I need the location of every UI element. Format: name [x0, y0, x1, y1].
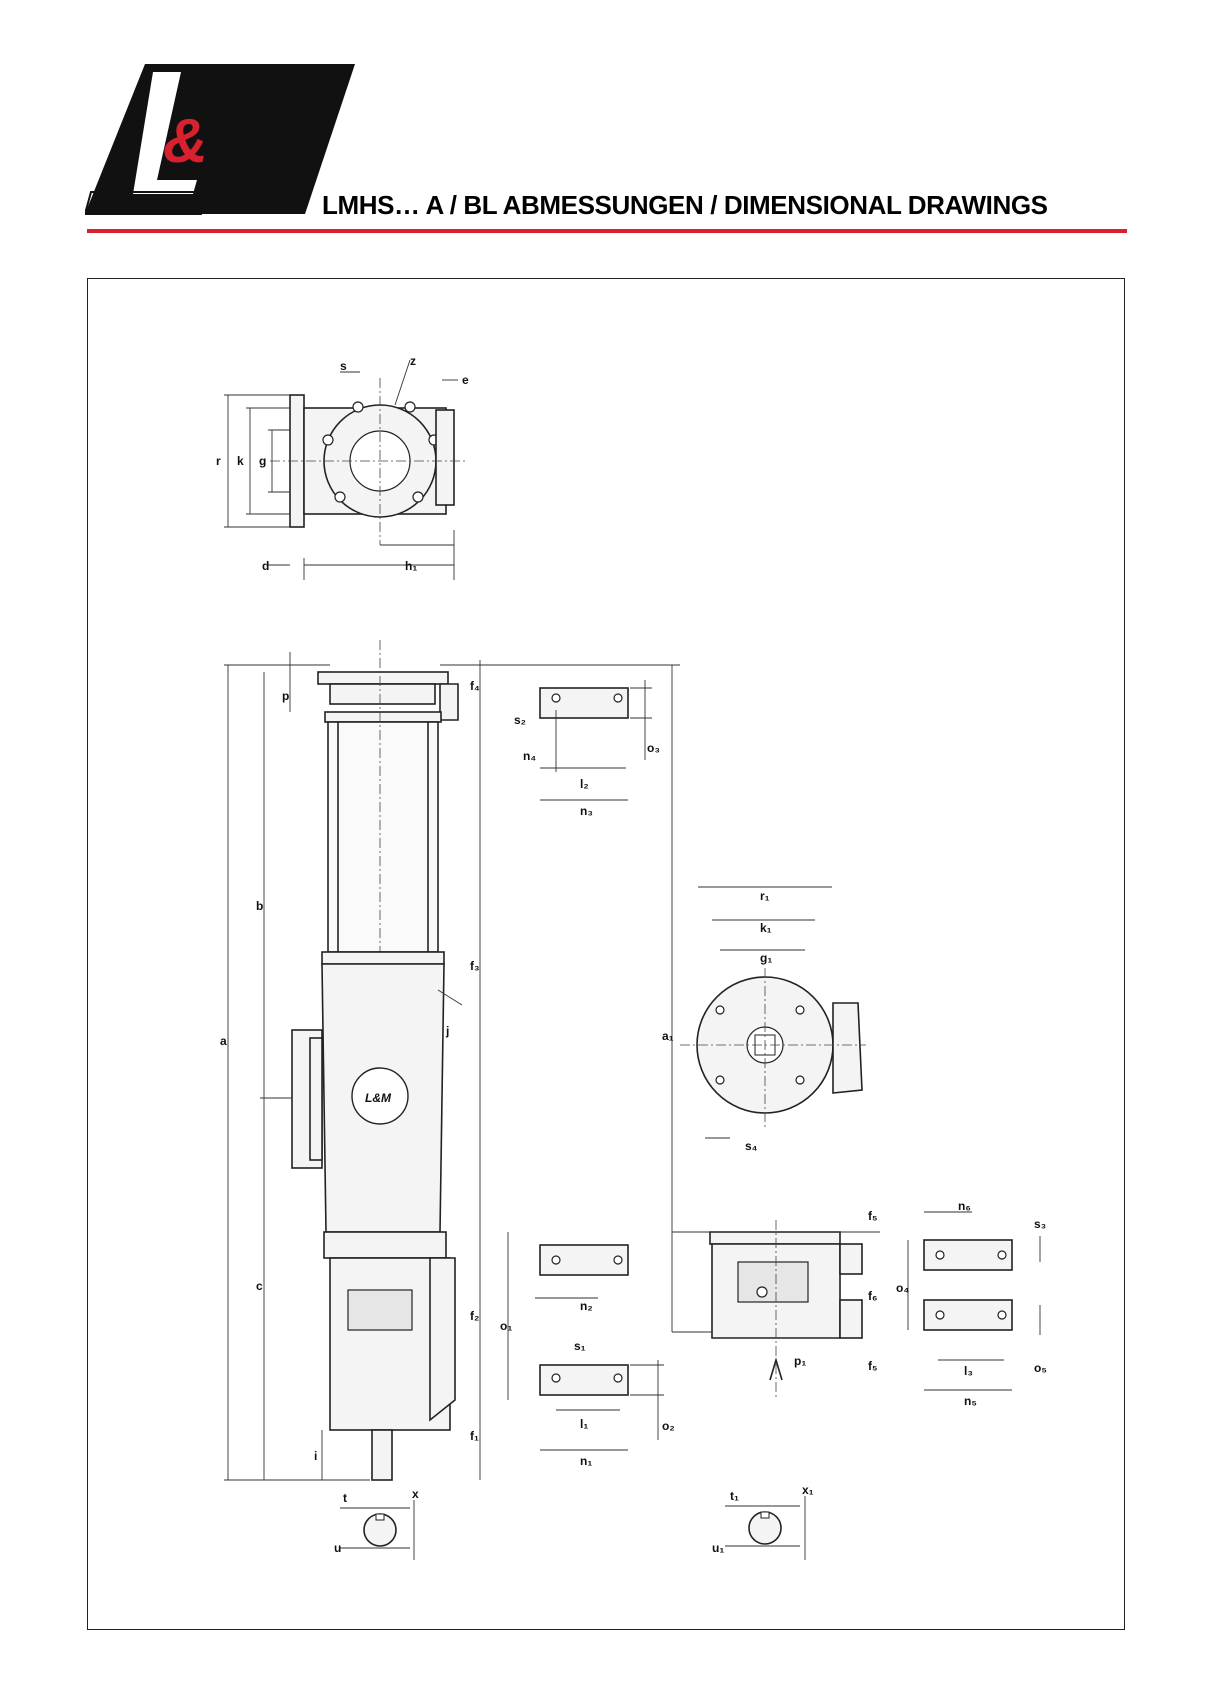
- dim-t1: t₁: [730, 1489, 739, 1503]
- dim-p: p: [282, 689, 289, 703]
- dim-p1: p₁: [794, 1354, 806, 1368]
- dim-a: a: [220, 1034, 227, 1048]
- dim-o5: o₅: [1034, 1361, 1047, 1375]
- pump-side-view: L&M j: [291, 640, 463, 1481]
- dim-n5: n₅: [964, 1394, 977, 1408]
- dim-s2: s₂: [514, 713, 526, 727]
- dim-r1: r₁: [760, 889, 770, 903]
- dim-f1: f₁: [470, 1429, 479, 1443]
- dim-r: r: [216, 454, 221, 468]
- dim-f2: f₂: [470, 1309, 479, 1323]
- dim-a1: a₁: [662, 1029, 674, 1043]
- dim-i: i: [314, 1449, 317, 1463]
- top-flange-dimensions: r k g d h₁ s z e: [216, 354, 469, 573]
- dim-s1: s₁: [574, 1339, 586, 1353]
- dim-f5-bottom: f₅: [868, 1359, 878, 1373]
- title-rule: [87, 229, 1127, 233]
- lm-pumpen-logo: & PUMPEN: [85, 64, 355, 215]
- dim-n1: n₁: [580, 1454, 592, 1468]
- dim-n2: n₂: [580, 1299, 593, 1313]
- dim-f6: f₆: [868, 1289, 877, 1303]
- dim-l2: l₂: [580, 777, 589, 791]
- dim-f3: f₃: [470, 959, 480, 973]
- dim-s3: s₃: [1034, 1217, 1046, 1231]
- svg-text:&: &: [163, 107, 208, 176]
- pump-dimensions-right: f₄ f₃ f₂ f₁ o₁ a₁: [440, 660, 680, 1480]
- dim-f4: f₄: [470, 679, 480, 693]
- foot-detail-middle: n₂: [535, 1244, 629, 1313]
- dim-l3: l₃: [964, 1364, 973, 1378]
- dim-o4: o₄: [896, 1281, 909, 1295]
- dim-g1: g₁: [760, 951, 772, 965]
- dim-d: d: [262, 559, 269, 573]
- dim-f5-top: f₅: [868, 1209, 878, 1223]
- drawing-frame: [87, 278, 1125, 1630]
- dim-n3: n₃: [580, 804, 593, 818]
- pump-dimensions-left: a b c p i: [220, 652, 370, 1481]
- dim-x: x: [412, 1487, 419, 1501]
- foot-detail-bottom: s₁ l₁ n₁ o₂: [539, 1339, 675, 1468]
- dim-o3: o₃: [647, 741, 660, 755]
- dim-b: b: [256, 899, 263, 913]
- logo-pumpen-text: PUMPEN: [109, 195, 173, 212]
- foot-detail-right: n₆ s₃ o₄ o₅ l₃ n₅: [896, 1199, 1047, 1408]
- dim-l1: l₁: [580, 1417, 588, 1431]
- dim-n4: n₄: [523, 749, 536, 763]
- dim-k1: k₁: [760, 921, 772, 935]
- dim-j: j: [445, 1024, 449, 1038]
- end-flange-view: r₁ k₁ g₁ s₄: [680, 886, 866, 1153]
- dim-t: t: [343, 1491, 347, 1505]
- dim-g: g: [259, 454, 266, 468]
- dim-o1: o₁: [500, 1319, 512, 1333]
- dim-n6: n₆: [958, 1199, 971, 1213]
- foot-detail-top: s₂ n₄ l₂ n₃ o₃: [514, 680, 660, 818]
- dim-z: z: [410, 354, 416, 368]
- motor-side-view: f₅ f₆ f₅ p₁: [672, 1209, 880, 1400]
- shaft-key-detail-left: t x u: [334, 1487, 419, 1560]
- dim-h1: h₁: [405, 559, 417, 573]
- top-flange-view: [224, 359, 468, 580]
- pump-body-logo: L&M: [365, 1091, 392, 1105]
- document-title: LMHS… A / BL ABMESSUNGEN / DIMENSIONAL D…: [322, 190, 1048, 220]
- dim-s4: s₄: [745, 1139, 758, 1153]
- dim-e: e: [462, 373, 469, 387]
- shaft-key-detail-right: t₁ x₁ u₁: [712, 1483, 814, 1560]
- dim-u1: u₁: [712, 1541, 724, 1555]
- page-header: & PUMPEN LMHS… A / BL ABMESSUNGEN / DIME…: [0, 0, 1212, 240]
- dim-u: u: [334, 1541, 341, 1555]
- dim-c: c: [256, 1279, 263, 1293]
- dim-x1: x₁: [802, 1483, 814, 1497]
- dim-k: k: [237, 454, 244, 468]
- dim-s: s: [340, 359, 347, 373]
- dim-o2: o₂: [662, 1419, 675, 1433]
